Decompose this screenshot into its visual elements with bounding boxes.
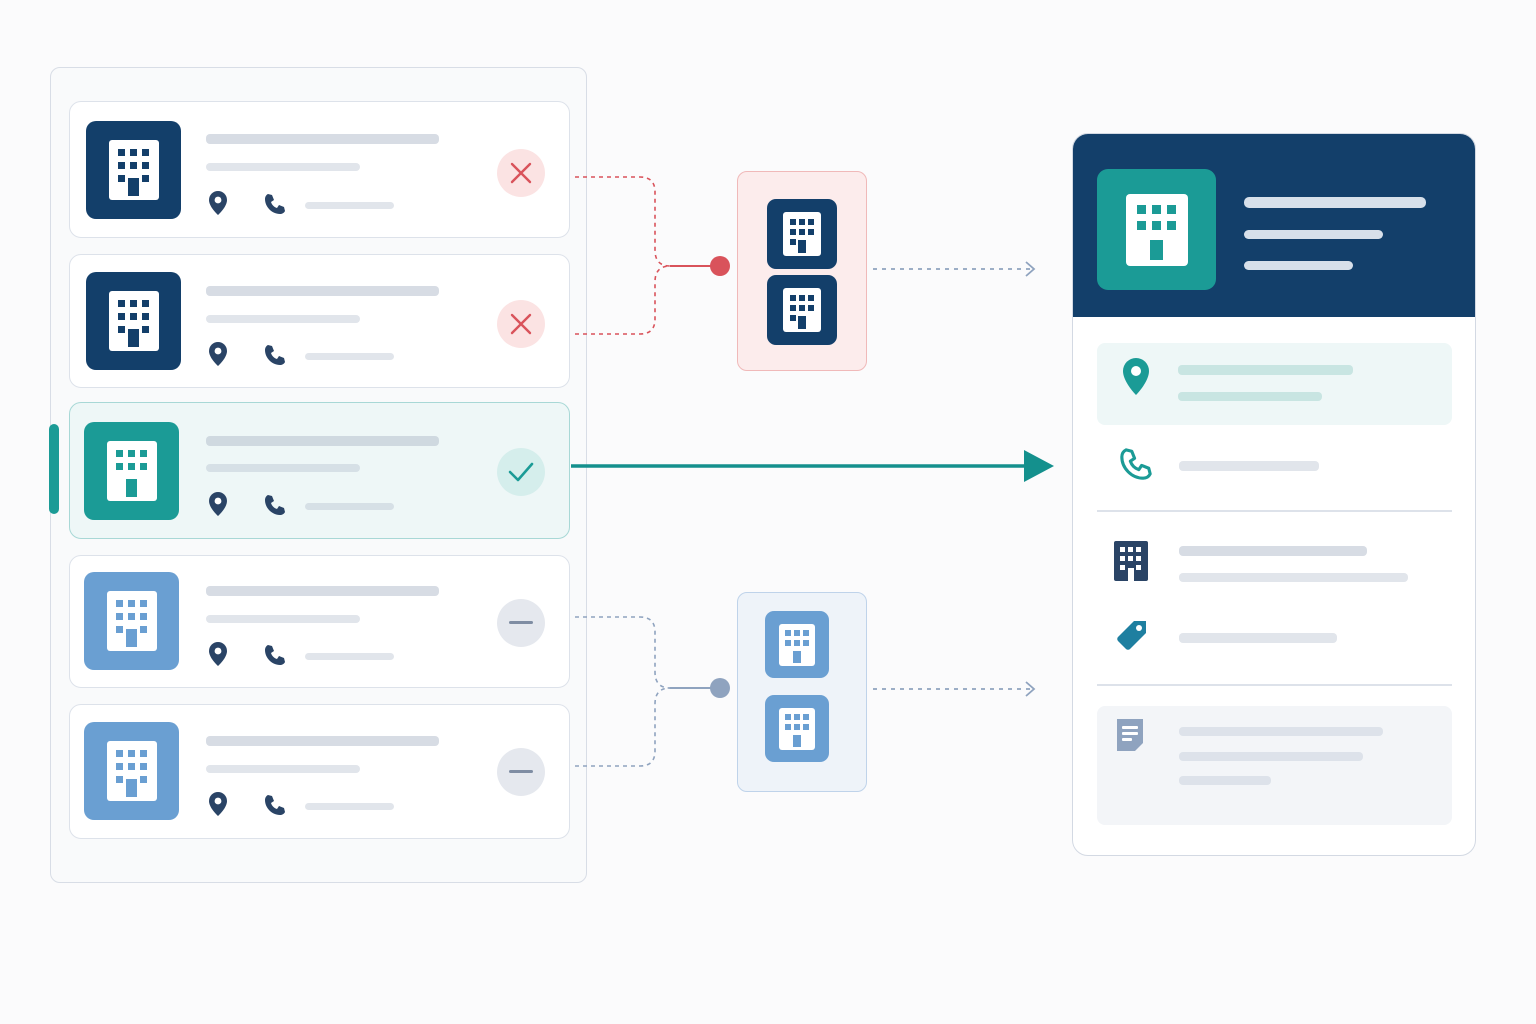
phone-icon — [263, 493, 287, 517]
phone-placeholder — [1179, 461, 1319, 471]
reject-connector-top — [575, 176, 671, 267]
address-row — [1097, 343, 1452, 425]
building-icon — [765, 695, 829, 762]
item-detail-placeholder — [305, 803, 394, 810]
detail-header — [1073, 134, 1475, 317]
item-subtitle-placeholder — [206, 615, 360, 623]
company-name-placeholder — [1179, 546, 1367, 556]
item-detail-placeholder — [305, 503, 394, 510]
building-icon — [767, 199, 837, 269]
building-icon — [84, 572, 179, 670]
check-icon — [508, 462, 534, 482]
detail-subtitle-placeholder — [1244, 230, 1383, 239]
divider — [1097, 510, 1452, 512]
building-icon — [765, 611, 829, 678]
phone-icon — [1119, 447, 1153, 481]
item-detail-placeholder — [305, 353, 394, 360]
accept-status[interactable] — [497, 448, 545, 496]
building-icon — [86, 121, 181, 219]
reject-status[interactable] — [497, 300, 545, 348]
note-line-placeholder — [1179, 727, 1383, 736]
item-title-placeholder — [206, 134, 439, 144]
item-title-placeholder — [206, 286, 439, 296]
item-subtitle-placeholder — [206, 765, 360, 773]
location-pin-icon — [207, 641, 229, 667]
list-item[interactable] — [69, 254, 570, 388]
item-detail-placeholder — [305, 653, 394, 660]
building-icon — [767, 275, 837, 345]
detail-title-placeholder — [1244, 197, 1426, 208]
tag-icon — [1114, 619, 1150, 655]
address-line-placeholder — [1178, 365, 1353, 375]
building-icon — [86, 272, 181, 370]
company-row — [1097, 529, 1452, 589]
reject-connector-bottom — [575, 265, 671, 335]
building-icon — [84, 722, 179, 820]
building-icon — [84, 422, 179, 520]
location-pin-icon — [1121, 357, 1151, 397]
detail-panel — [1072, 133, 1476, 856]
item-title-placeholder — [206, 586, 439, 596]
list-item-selected[interactable] — [69, 402, 570, 539]
skip-group-arrowhead — [1025, 681, 1036, 697]
phone-icon — [263, 793, 287, 817]
notes-row — [1097, 706, 1452, 825]
address-line2-placeholder — [1178, 392, 1322, 401]
item-subtitle-placeholder — [206, 315, 360, 323]
item-detail-placeholder — [305, 202, 394, 209]
location-pin-icon — [207, 791, 229, 817]
note-line-placeholder — [1179, 776, 1271, 785]
selection-indicator — [49, 424, 59, 514]
note-icon — [1114, 718, 1146, 752]
skipped-group — [737, 592, 867, 792]
x-icon — [510, 313, 532, 335]
list-item[interactable] — [69, 101, 570, 238]
tag-placeholder — [1179, 633, 1337, 643]
selected-arrowhead — [1024, 450, 1054, 482]
item-subtitle-placeholder — [206, 163, 360, 171]
reject-status[interactable] — [497, 149, 545, 197]
list-item[interactable] — [69, 555, 570, 688]
phone-icon — [263, 192, 287, 216]
location-pin-icon — [207, 190, 229, 216]
location-pin-icon — [207, 491, 229, 517]
item-title-placeholder — [206, 736, 439, 746]
minus-icon — [509, 621, 533, 624]
list-item[interactable] — [69, 704, 570, 839]
divider — [1097, 684, 1452, 686]
skip-connector-bottom — [575, 687, 671, 767]
detail-meta-placeholder — [1244, 261, 1353, 270]
reject-junction-dot — [710, 256, 730, 276]
company-desc-placeholder — [1179, 573, 1408, 582]
skip-connector-top — [575, 616, 671, 689]
skip-status[interactable] — [497, 599, 545, 647]
phone-icon — [263, 643, 287, 667]
phone-icon — [263, 343, 287, 367]
building-icon — [1114, 541, 1148, 581]
tag-row — [1097, 609, 1452, 667]
skip-junction-dot — [710, 678, 730, 698]
skip-status[interactable] — [497, 748, 545, 796]
building-icon — [1097, 169, 1216, 290]
x-icon — [510, 162, 532, 184]
item-title-placeholder — [206, 436, 439, 446]
item-subtitle-placeholder — [206, 464, 360, 472]
minus-icon — [509, 770, 533, 773]
note-line-placeholder — [1179, 752, 1363, 761]
reject-group-arrowhead — [1025, 261, 1036, 277]
rejected-group — [737, 171, 867, 371]
phone-row — [1097, 435, 1452, 505]
location-pin-icon — [207, 341, 229, 367]
